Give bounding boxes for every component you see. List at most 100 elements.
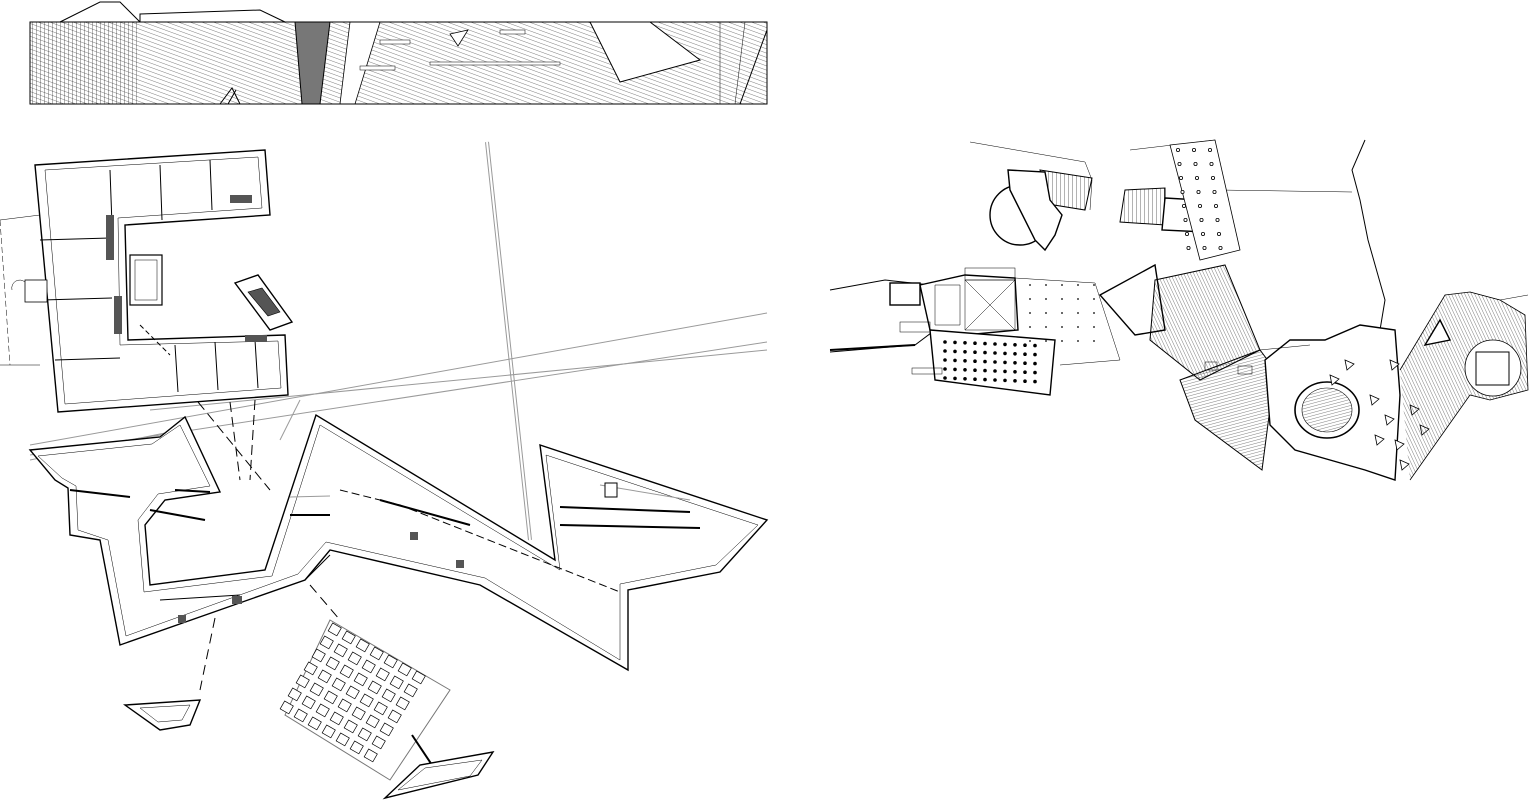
column-dot [1033, 343, 1037, 348]
column-dot [953, 367, 957, 372]
column-dot [1003, 378, 1007, 383]
garden-pillar [371, 735, 386, 750]
column-dot [1023, 370, 1027, 375]
column-dot [1217, 231, 1222, 236]
triangle-marker [1399, 459, 1410, 471]
plaza-dot [1093, 340, 1095, 342]
column-dot [1195, 175, 1200, 180]
triangle-marker [1344, 359, 1355, 371]
plaza-dot [1093, 298, 1095, 300]
garden-pillar [279, 700, 294, 715]
plaza-dot [1077, 298, 1079, 300]
elevation-strip [29, 1, 768, 105]
garden-pillar [403, 683, 418, 698]
garden-pillar [321, 724, 336, 739]
column-dot [963, 350, 967, 354]
dot-grid-a [1176, 147, 1223, 250]
garden-pillar [389, 675, 404, 690]
garden-pillar [347, 651, 362, 666]
historic-building-plan [11, 149, 289, 413]
column-dot [963, 359, 967, 363]
dot-grid-c [1029, 284, 1095, 342]
column-dot [1180, 189, 1185, 194]
column-dot [943, 376, 947, 380]
plaza-dot [1077, 312, 1079, 314]
column-dot [973, 368, 977, 373]
plaza-dot [1061, 326, 1063, 328]
column-dot [1033, 352, 1037, 357]
column-dot [1209, 161, 1214, 166]
garden-pillar [293, 708, 308, 723]
triangle-marker [1394, 439, 1405, 451]
column-dot [1211, 175, 1216, 180]
column-dot [953, 340, 957, 345]
garden-grid [279, 622, 426, 763]
column-dot [1208, 147, 1213, 152]
garden-pillar [395, 696, 410, 711]
column-dot [993, 360, 997, 364]
column-dot [943, 358, 947, 362]
plaza-dot [1093, 326, 1095, 328]
column-dot [983, 341, 987, 346]
triangle-marker [1384, 414, 1395, 426]
garden-pillar [341, 630, 356, 645]
plaza-dot [1061, 284, 1063, 286]
garden-pillar [355, 638, 370, 653]
column-dot [1193, 161, 1198, 166]
garden-pillar [361, 659, 376, 674]
column-dot [943, 367, 947, 371]
garden-pillar [373, 701, 388, 716]
column-dot [963, 377, 967, 381]
triangle-marker [1329, 374, 1340, 386]
column-dot [1033, 361, 1037, 366]
garden-pillar [317, 669, 332, 684]
column-dot [1182, 203, 1187, 208]
plaza-dot [1045, 284, 1047, 286]
garden-pillar [379, 722, 394, 737]
column-dot [1177, 161, 1182, 166]
plaza-dot [1029, 340, 1031, 342]
column-dot [1013, 379, 1017, 383]
column-dot [1185, 231, 1190, 236]
column-dot [983, 368, 987, 373]
garden-pillar [323, 690, 338, 705]
plaza-dot [1045, 298, 1047, 300]
plaza-dot [1093, 284, 1095, 286]
garden-pillar [357, 727, 372, 742]
plaza-dot [1029, 312, 1031, 314]
column-dot [1003, 351, 1007, 356]
column-dot [983, 350, 987, 355]
garden-pillar [365, 714, 380, 729]
site-lines [0, 141, 768, 541]
column-dot [983, 359, 987, 364]
column-dot [1176, 147, 1181, 152]
triangle-marker [1369, 394, 1380, 406]
column-dot [1033, 370, 1037, 375]
garden-pillar [345, 685, 360, 700]
column-dot [1198, 203, 1203, 208]
column-dot [1214, 203, 1219, 208]
column-dot [973, 350, 977, 355]
column-dot [1013, 370, 1017, 374]
garden-pillar [353, 672, 368, 687]
garden-pillar [335, 732, 350, 747]
plaza-dot [1029, 298, 1031, 300]
plaza-dot [1077, 284, 1079, 286]
garden-pillar [375, 667, 390, 682]
column-dot [993, 342, 997, 346]
garden-pillar [325, 656, 340, 671]
column-dot [1013, 361, 1017, 365]
plaza-dot [1093, 312, 1095, 314]
garden-pillar [337, 698, 352, 713]
garden-pillar [349, 740, 364, 755]
garden-pillar [311, 648, 326, 663]
column-dot [1183, 217, 1188, 222]
garden-pillar [381, 688, 396, 703]
plaza-dot [1077, 326, 1079, 328]
small-pavilion [233, 274, 294, 331]
garden-pillar [301, 695, 316, 710]
plaza-dot [1045, 340, 1047, 342]
column-dot [973, 359, 977, 364]
garden-pillar [351, 706, 366, 721]
